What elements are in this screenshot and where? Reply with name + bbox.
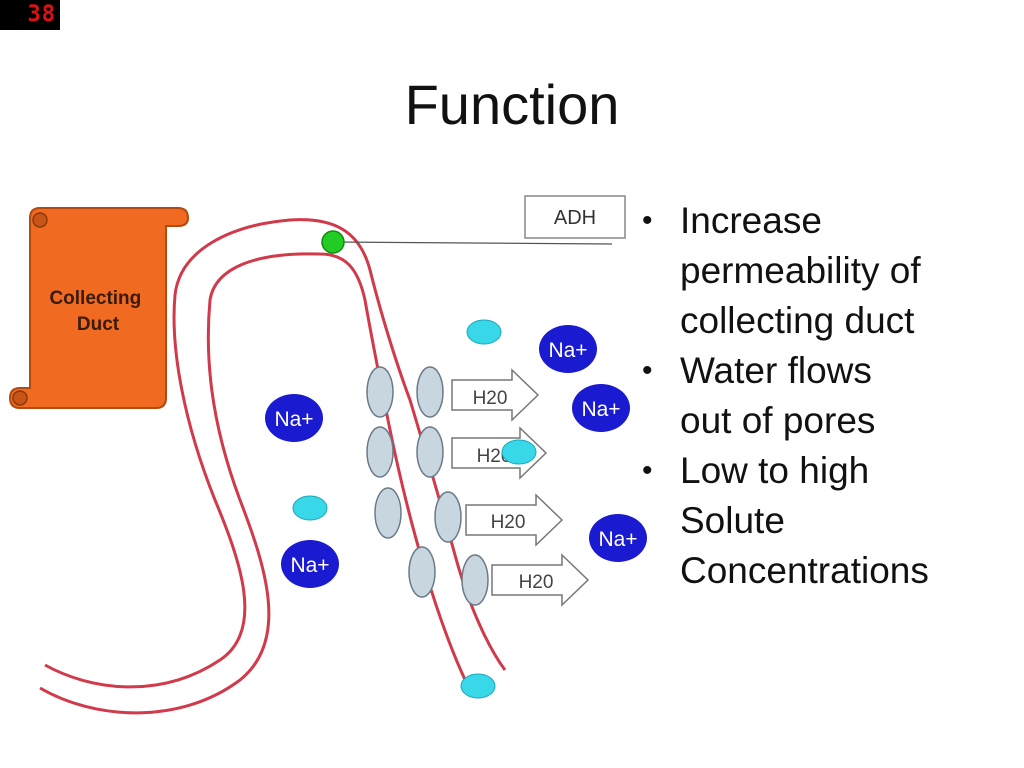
pore — [366, 426, 394, 478]
water-drop — [460, 673, 496, 699]
pore — [434, 491, 462, 543]
water-arrow-label: H20 — [519, 572, 554, 593]
bullet-item: Increase permeability of collecting duct — [640, 196, 980, 346]
water-drop — [292, 495, 328, 521]
sodium-ion: Na+ — [281, 540, 339, 588]
collecting-duct-scroll: Collecting Duct — [8, 207, 190, 409]
adh-label-box — [524, 195, 626, 239]
sodium-ion: Na+ — [589, 514, 647, 562]
pore — [416, 426, 444, 478]
sodium-ion: Na+ — [539, 325, 597, 373]
pore — [366, 366, 394, 418]
adh-pointer-line — [332, 241, 613, 245]
bullet-text: Increase permeability of collecting duct — [680, 200, 921, 341]
water-drop — [501, 439, 537, 465]
bullet-item: Water flows out of pores — [640, 346, 980, 446]
sodium-ion: Na+ — [265, 394, 323, 442]
water-arrow-label: H20 — [473, 388, 508, 409]
slide-counter: 38 — [0, 0, 60, 30]
bullet-text: Low to high Solute Concentrations — [680, 450, 929, 591]
slide-title: Function — [404, 73, 620, 136]
sodium-ion-label: Na+ — [274, 408, 313, 431]
sodium-ion-label: Na+ — [598, 528, 637, 551]
water-arrow-label: H20 — [491, 512, 526, 533]
bullet-list: Increase permeability of collecting duct… — [640, 196, 980, 596]
pores — [366, 366, 489, 606]
water-arrow: H20 — [451, 368, 540, 422]
duct-outer-wall — [44, 218, 507, 689]
pore — [416, 366, 444, 418]
sodium-ion: Na+ — [572, 384, 630, 432]
water-arrow: H20 — [465, 493, 564, 547]
pore — [374, 487, 402, 539]
duct-inner-wall — [39, 252, 472, 715]
adh-receptor-dot — [321, 230, 345, 254]
sodium-ion-label: Na+ — [548, 339, 587, 362]
sodium-ion-label: Na+ — [581, 398, 620, 421]
adh-label: ADH — [554, 207, 596, 229]
scroll-label-line-1: Collecting — [49, 288, 141, 309]
water-drop — [466, 319, 502, 345]
scroll-label-line-2: Duct — [77, 314, 120, 335]
svg-text:Collecting Duct: Collecting Duct — [49, 288, 146, 335]
bullet-item: Low to high Solute Concentrations — [640, 446, 980, 596]
pore — [408, 546, 436, 598]
water-drops — [292, 319, 537, 699]
sodium-ion-label: Na+ — [290, 554, 329, 577]
pore — [461, 554, 489, 606]
bullet-text: Water flows out of pores — [680, 350, 876, 441]
water-arrow: H20 — [491, 553, 590, 607]
